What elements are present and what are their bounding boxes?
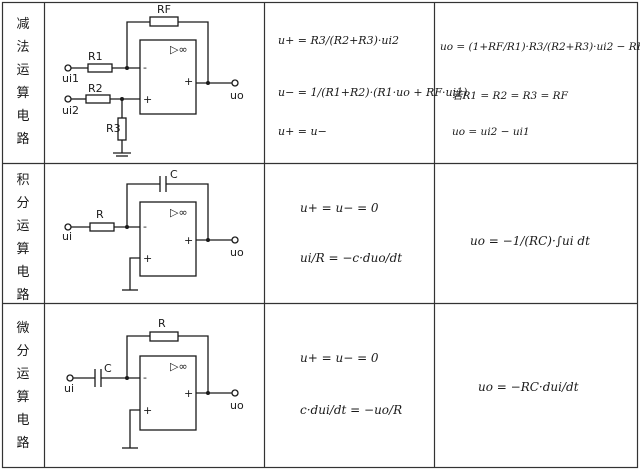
label-char: 运 [16,367,29,382]
label-char: 路 [16,287,29,303]
label-char: 积 [16,173,29,188]
label-uo: uo [230,246,244,259]
label-char: 电 [16,413,29,428]
result: uo = (1+RF/R1)·R3/(R2+R3)·ui2 − RF/R1·ui… [440,41,640,53]
opamp-out-plus: + [184,234,193,247]
row-subtraction: 减 法 运 算 电 路 [16,3,640,157]
result-differentiator: uo = −RC·dui/dt [478,380,579,394]
junction-dot [120,97,124,101]
row-differentiator: 微 分 运 算 电 路 [16,317,578,451]
relation: u− = 1/(R1+R2)·(R1·uo + RF·ui1) [278,86,467,99]
opamp-minus: - [143,371,147,384]
label-c: C [104,362,112,375]
relations-differentiator: u+ = u− = 0 c·dui/dt = −uo/R [300,351,402,417]
opamp-minus: - [143,61,147,74]
relation: u+ = u− = 0 [300,201,379,215]
junction-dot [206,238,210,242]
resistor-r [149,331,179,342]
label-char: 减 [16,17,29,32]
result-subtraction: uo = (1+RF/R1)·R3/(R2+R3)·ui2 − RF/R1·ui… [440,41,640,138]
row-integrator: 积 分 运 算 电 路 [16,168,590,303]
circuit-integrator [64,176,239,291]
junction-dot [125,225,129,229]
label-r1: R1 [88,50,103,63]
relation: u+ = R3/(R2+R3)·ui2 [278,34,399,47]
label-char: 运 [16,219,29,234]
opamp-minus: - [143,220,147,233]
resistor-r2 [85,94,111,104]
opamp-mark: ▷∞ [170,206,188,219]
label-char: 运 [16,63,29,78]
label-char: 分 [16,344,29,359]
opamp-plus: + [143,252,152,265]
label-ui: ui [62,230,72,243]
label-rf: RF [157,3,171,16]
label-ui1: ui1 [62,72,79,85]
label-char: 法 [16,40,29,55]
label-uo: uo [230,399,244,412]
result: uo = −RC·dui/dt [478,380,579,394]
junction-dot [206,81,210,85]
resistor-rf [149,16,179,27]
opamp-mark: ▷∞ [170,360,188,373]
junction-dot [125,376,129,380]
row-label-integrator: 积 分 运 算 电 路 [16,173,29,303]
row-label-differentiator: 微 分 运 算 电 路 [16,321,29,451]
label-char: 算 [16,242,29,257]
opamp-plus: + [143,404,152,417]
relation: u+ = u− = 0 [300,351,379,365]
opamp-out-plus: + [184,75,193,88]
label-char: 电 [16,265,29,280]
relation: ui/R = −c·duo/dt [300,251,402,265]
label-ui: ui [64,382,74,395]
relation: u+ = u− [278,125,327,138]
label-char: 算 [16,86,29,101]
result: uo = ui2 − ui1 [452,126,530,138]
result: uo = −1/(RC)·∫ui dt [470,234,590,248]
opamp-mark: ▷∞ [170,43,188,56]
label-uo: uo [230,89,244,102]
relations-subtraction: u+ = R3/(R2+R3)·ui2 u− = 1/(R1+R2)·(R1·u… [278,34,467,138]
label-char: 算 [16,390,29,405]
resistor-r [89,222,115,232]
result-integrator: uo = −1/(RC)·∫ui dt [470,234,590,248]
opamp-box [139,201,197,277]
label-char: 路 [16,131,29,147]
label-ui2: ui2 [62,104,79,117]
label-r: R [96,208,104,221]
label-char: 微 [16,321,29,336]
label-r2: R2 [88,82,103,95]
opamp-out-plus: + [184,387,193,400]
relations-integrator: u+ = u− = 0 ui/R = −c·duo/dt [300,201,402,265]
relation: c·dui/dt = −uo/R [300,403,402,417]
label-char: 电 [16,109,29,124]
label-char: 路 [16,435,29,451]
junction-dot [125,66,129,70]
opamp-plus: + [143,93,152,106]
label-r3: R3 [106,122,121,135]
row-label-subtraction: 减 法 运 算 电 路 [16,17,29,147]
resistor-r1 [87,63,113,73]
circuit-differentiator [66,331,239,449]
label-r: R [158,317,166,330]
label-char: 分 [16,196,29,211]
result: 若R1 = R2 = R3 = RF [452,90,569,102]
junction-dot [206,391,210,395]
label-c: C [170,168,178,181]
opamp-box [139,39,197,115]
